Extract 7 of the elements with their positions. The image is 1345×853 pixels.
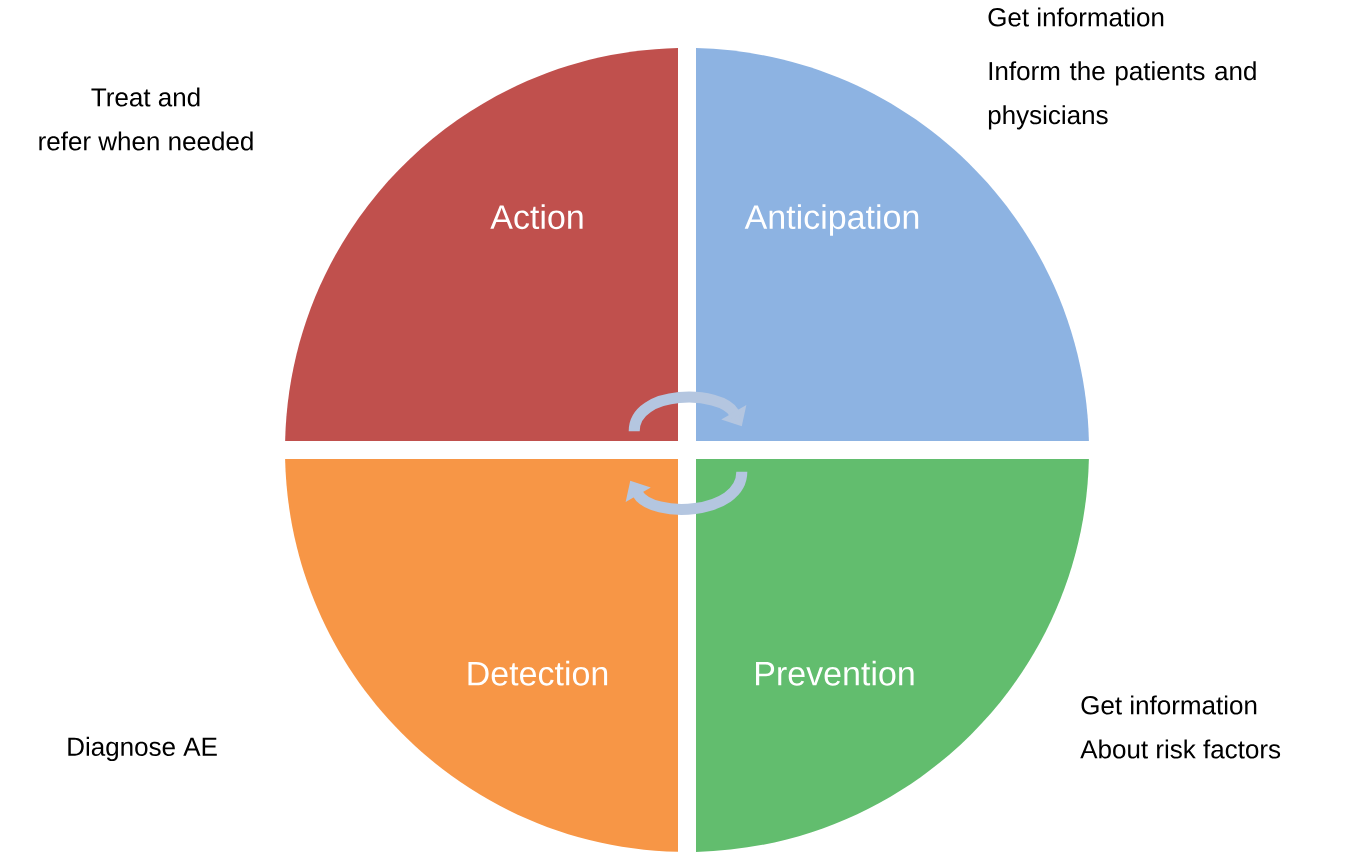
side-note: refer when needed: [39, 131, 253, 151]
quadrant: Detection: [285, 459, 678, 852]
side-note: Get information: [988, 7, 1164, 27]
side-note: Treat and: [91, 87, 200, 107]
side-note: Diagnose AE: [68, 736, 217, 762]
quadrant: Action: [285, 48, 678, 441]
cycle-arrow: [628, 391, 747, 433]
